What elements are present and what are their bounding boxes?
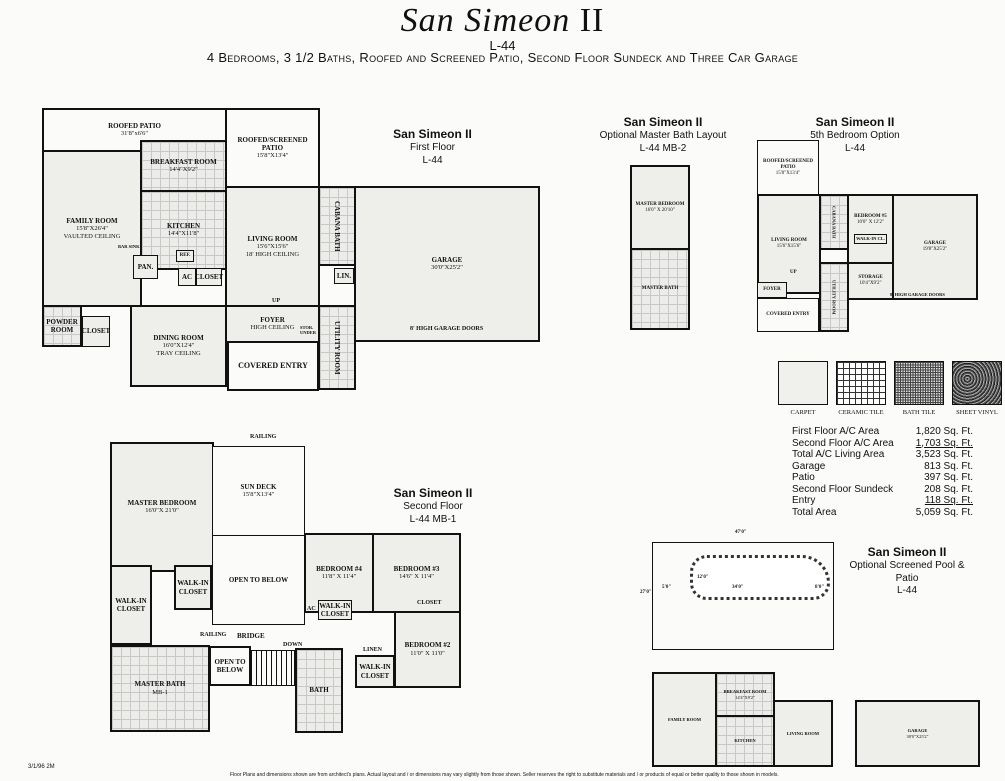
ac-closet: AC <box>178 268 196 286</box>
legend-bath-tile: BATH TILE <box>894 361 944 416</box>
pool-kitchen: KITCHEN <box>715 715 775 767</box>
closet: CLOSET <box>82 316 110 347</box>
pool-length-dim: 34'0" <box>732 585 744 590</box>
pool-shape <box>690 555 830 600</box>
flooring-legend: CARPET CERAMIC TILE BATH TILE SHEET VINY… <box>778 361 1002 416</box>
bridge-label: BRIDGE <box>237 632 265 640</box>
room-cabana-bath: CABANA BATH <box>318 186 356 266</box>
walk-in-closet: WALK-IN CLOSET <box>355 655 395 688</box>
walk-in-closet: WALK-IN CLOSET <box>110 565 152 645</box>
plan-subtitle: 4 Bedrooms, 3 1/2 Baths, Roofed and Scre… <box>206 50 799 65</box>
staircase <box>250 650 295 686</box>
pool-family: FAMILY ROOM <box>652 672 717 767</box>
linen-label: LINEN <box>363 647 383 653</box>
mb2-master-bath: MASTER BATH <box>630 248 690 330</box>
legend-ceramic-tile: CERAMIC TILE <box>836 361 886 416</box>
pool-side-dim: 8'0" <box>815 585 825 590</box>
room-covered-entry: COVERED ENTRY <box>227 341 319 391</box>
b5-cabana: CABANA BATH <box>819 194 849 250</box>
closet: CLOSET <box>195 268 223 286</box>
garage-doors-label: 8' HIGH GARAGE DOORS <box>410 326 484 332</box>
pool-depth-dim: 27'0" <box>640 590 652 595</box>
room-open-to-below: OPEN TO BELOW <box>212 535 305 625</box>
bar-sink-label: BAR SINK <box>118 244 140 249</box>
print-date: 3/1/96 2M <box>28 764 55 770</box>
pool-width-dim: 47'0" <box>735 530 747 535</box>
pantry: PAN. <box>133 255 158 279</box>
room-bath: BATH <box>295 648 343 733</box>
storage-under-label: STOR. UNDER <box>300 325 317 335</box>
b5-entry: COVERED ENTRY <box>757 298 819 332</box>
walk-in-closet: WALK-IN CLOSET <box>174 565 212 610</box>
legend-carpet: CARPET <box>778 361 828 416</box>
down-label: DOWN <box>283 642 303 648</box>
legend-sheet-vinyl: SHEET VINYL <box>952 361 1002 416</box>
pool-width-inner-dim: 12'0" <box>697 575 709 580</box>
room-open-to-below: OPEN TO BELOW <box>209 646 251 686</box>
closet-label: CLOSET <box>417 600 442 606</box>
b5-foyer: FOYER <box>757 282 787 298</box>
plan-code: L-44 <box>489 38 516 53</box>
b5-up-label: UP <box>790 270 797 275</box>
stair-up-label: UP <box>272 298 280 304</box>
railing-label: RAILING <box>250 434 277 440</box>
refrigerator: REF. <box>176 250 194 262</box>
plan-title: San Simeon II <box>400 2 605 39</box>
room-utility: UTILITY ROOM <box>318 305 356 390</box>
railing-label: RAILING <box>200 632 227 638</box>
linen: LIN. <box>334 268 354 284</box>
pool-living: LIVING ROOM <box>773 700 833 767</box>
ac-label: AC <box>307 606 316 612</box>
b5-doors-label: 8' HIGH GARAGE DOORS <box>890 292 945 297</box>
pool-side-dim: 5'0" <box>662 585 672 590</box>
walk-in-closet: WALK-IN CLOSET <box>318 600 352 620</box>
disclaimer: Floor Plans and dimensions shown are fro… <box>230 772 779 778</box>
room-powder: POWDER ROOM <box>42 305 82 347</box>
b5-utility: UTILITY ROOM <box>819 262 849 332</box>
